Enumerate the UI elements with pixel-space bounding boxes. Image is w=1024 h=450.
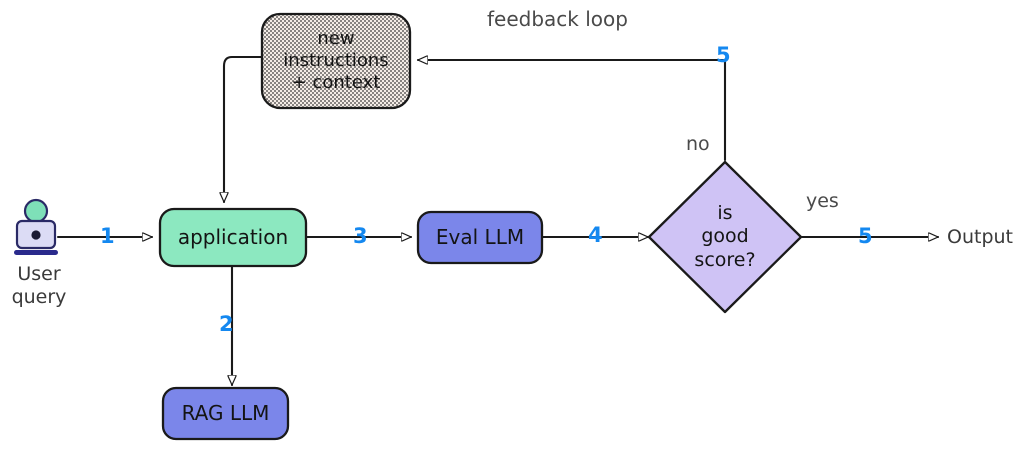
edge-label-step-3: 3: [353, 224, 368, 248]
node-application[interactable]: [158, 207, 308, 268]
node-rag-llm[interactable]: [161, 386, 290, 441]
edge-label-step-2: 2: [219, 312, 234, 336]
edge-label-feedback-loop: feedback loop: [487, 7, 628, 31]
edge-label-step-5-loop: 5: [716, 43, 731, 67]
output-label: Output: [947, 226, 1013, 248]
edge-label-step-5-yes: 5: [858, 224, 873, 248]
user-at-computer-icon: [14, 198, 58, 255]
node-eval-llm[interactable]: [416, 210, 544, 265]
node-is-good-score[interactable]: [647, 160, 803, 314]
node-label-output: Output: [947, 226, 1013, 248]
node-new-instructions[interactable]: [260, 12, 412, 110]
edge-label-step-4: 4: [588, 223, 603, 247]
edge-decision-no-feedback-loop: [416, 60, 727, 162]
edge-label-branch-yes: yes: [806, 190, 839, 212]
edge-label-step-1: 1: [100, 224, 115, 248]
edge-new-instructions-to-application: [224, 55, 264, 204]
edge-label-branch-no: no: [686, 133, 710, 155]
